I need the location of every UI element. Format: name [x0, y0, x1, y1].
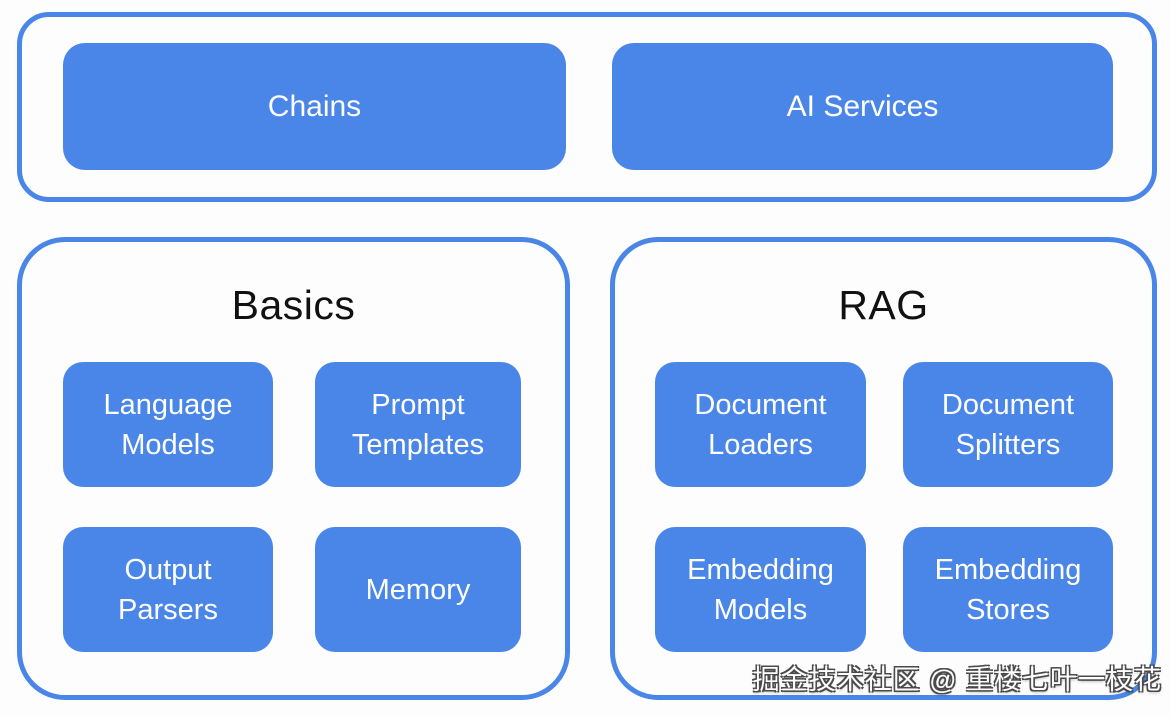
node-language-models: Language Models	[63, 362, 273, 487]
basics-group-container: Basics	[17, 237, 570, 700]
node-chains: Chains	[63, 43, 566, 170]
top-group-container	[17, 12, 1157, 202]
node-document-splitters: Document Splitters	[903, 362, 1113, 487]
node-ai-services: AI Services	[612, 43, 1113, 170]
watermark-text: 掘金技术社区 @ 重楼七叶一枝花	[752, 665, 1162, 695]
node-memory: Memory	[315, 527, 521, 652]
node-embedding-models: Embedding Models	[655, 527, 866, 652]
node-output-parsers: Output Parsers	[63, 527, 273, 652]
basics-group-title: Basics	[231, 282, 356, 328]
rag-group-container: RAG	[610, 237, 1157, 700]
node-prompt-templates: Prompt Templates	[315, 362, 521, 487]
node-embedding-stores: Embedding Stores	[903, 527, 1113, 652]
node-document-loaders: Document Loaders	[655, 362, 866, 487]
rag-group-title: RAG	[838, 282, 929, 328]
